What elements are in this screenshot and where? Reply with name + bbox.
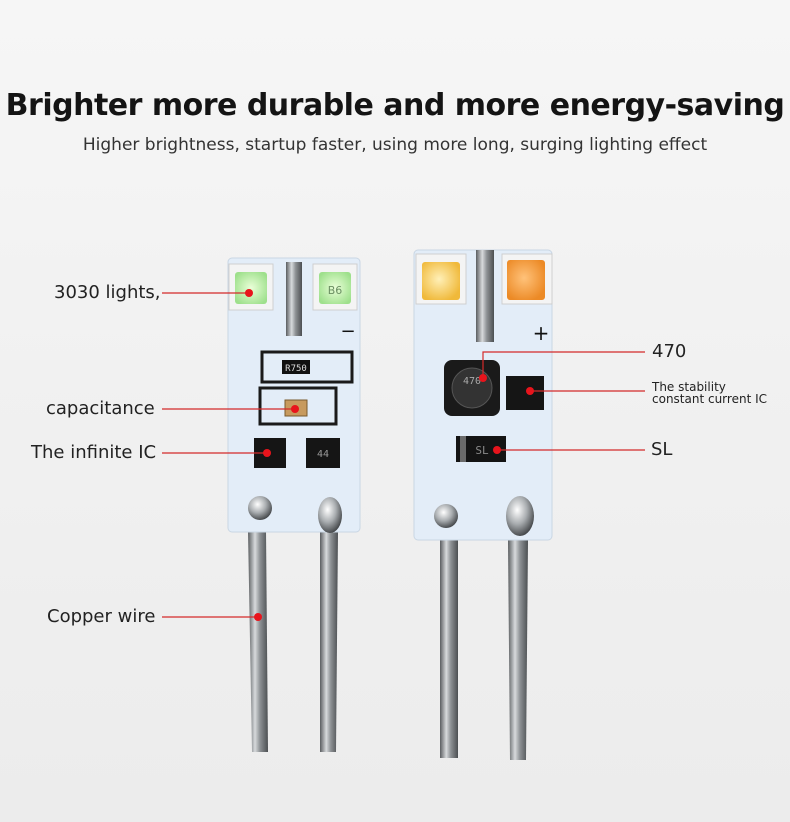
callout-label-copper-wire: Copper wire xyxy=(47,606,156,627)
callout-label-capacitance: capacitance xyxy=(46,398,155,419)
left-solder-joint-2 xyxy=(318,497,342,533)
left-copper-lead-1 xyxy=(248,530,268,752)
inductor-marking: 470 xyxy=(463,376,481,387)
callout-line-inductor xyxy=(482,351,645,378)
left-ic-2 xyxy=(306,438,340,468)
callout-label-stability-line1: The stability xyxy=(652,380,726,394)
diode-marking: SL xyxy=(475,444,489,457)
callout-label-stability-ic: The stability constant current IC xyxy=(652,381,767,405)
right-copper-lead-2 xyxy=(508,540,528,760)
callout-dot-infinite-ic xyxy=(263,449,271,457)
left-led-green-2 xyxy=(319,272,351,304)
page-title: Brighter more durable and more energy-sa… xyxy=(5,88,785,123)
right-led-board: + 470 SL xyxy=(413,249,553,760)
chip-marking: B6 xyxy=(328,284,343,297)
callout-label-diode: SL xyxy=(651,439,673,460)
callout-dot-copper-wire xyxy=(254,613,262,621)
callout-dot-capacitance xyxy=(291,405,299,413)
callout-lines xyxy=(162,289,645,621)
right-led-warm-white xyxy=(422,262,460,300)
callout-label-stability-line2: constant current IC xyxy=(652,392,768,406)
right-polarity-mark: + xyxy=(533,321,550,345)
callout-label-infinite-ic: The infinite IC xyxy=(31,442,157,463)
left-solder-joint-1 xyxy=(248,496,272,520)
left-copper-lead-2 xyxy=(320,530,338,752)
callout-dot-inductor xyxy=(479,374,487,382)
left-led-green-1 xyxy=(235,272,267,304)
ic-marking: 44 xyxy=(317,449,329,460)
right-led-orange xyxy=(507,260,545,300)
right-heatsink-tab xyxy=(476,250,494,342)
right-copper-lead-1 xyxy=(440,540,458,758)
callout-dot-stability-ic xyxy=(526,387,534,395)
right-solder-joint-1 xyxy=(434,504,458,528)
constant-current-ic xyxy=(506,376,544,410)
left-led-board: B6 R750 44 − xyxy=(227,257,361,752)
right-solder-joint-2 xyxy=(506,496,534,536)
resistor-marking: R750 xyxy=(285,364,307,374)
callout-dot-diode xyxy=(493,446,501,454)
left-heatsink-tab xyxy=(286,262,302,336)
left-polarity-mark: − xyxy=(340,321,355,342)
page-subtitle: Higher brightness, startup faster, using… xyxy=(82,135,708,155)
callout-label-inductor: 470 xyxy=(652,341,687,362)
callout-dot-lights xyxy=(245,289,253,297)
callout-label-lights: 3030 lights, xyxy=(54,282,161,303)
